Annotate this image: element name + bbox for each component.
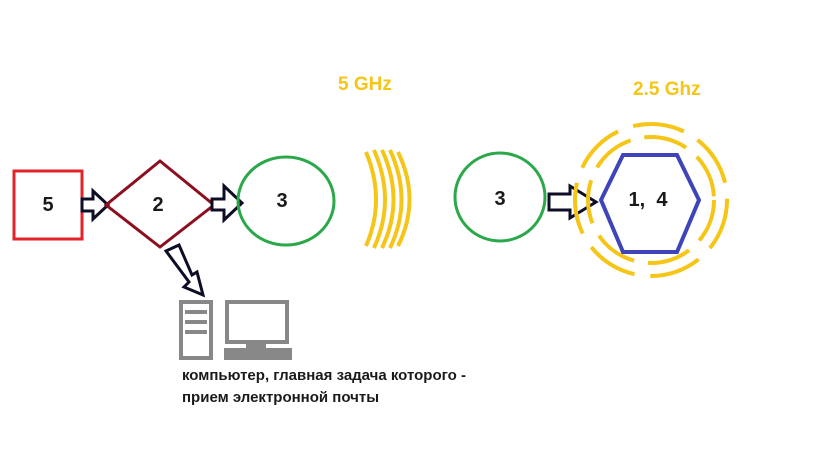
node-hexagon-label: 1, 4 [629,189,669,211]
node-circle-right-label: 3 [494,188,505,210]
arrow-diamond-to-computer [163,242,206,298]
node-circle-left [236,155,336,247]
arrow-diamond-to-circle [210,182,245,224]
node-hexagon [598,153,702,254]
arrow-circle-to-hexagon [547,183,599,221]
frequency-label-right: 2.5 Ghz [633,79,701,100]
computer-caption-line-2: прием электронной почты [182,389,379,406]
computer-caption-line-1: компьютер, главная задача которого - [182,367,466,384]
node-square-label: 5 [42,194,53,216]
node-circle-left-label: 3 [276,190,287,212]
frequency-label-left: 5 GHz [338,74,392,95]
node-diamond-label: 2 [152,194,163,216]
node-diamond [103,159,217,249]
computer-icon [179,300,292,360]
wireless-signal-icon [364,149,412,249]
signal-rings-icon [573,122,729,278]
arrow-square-to-diamond [80,187,111,223]
node-circle-right [453,151,547,243]
